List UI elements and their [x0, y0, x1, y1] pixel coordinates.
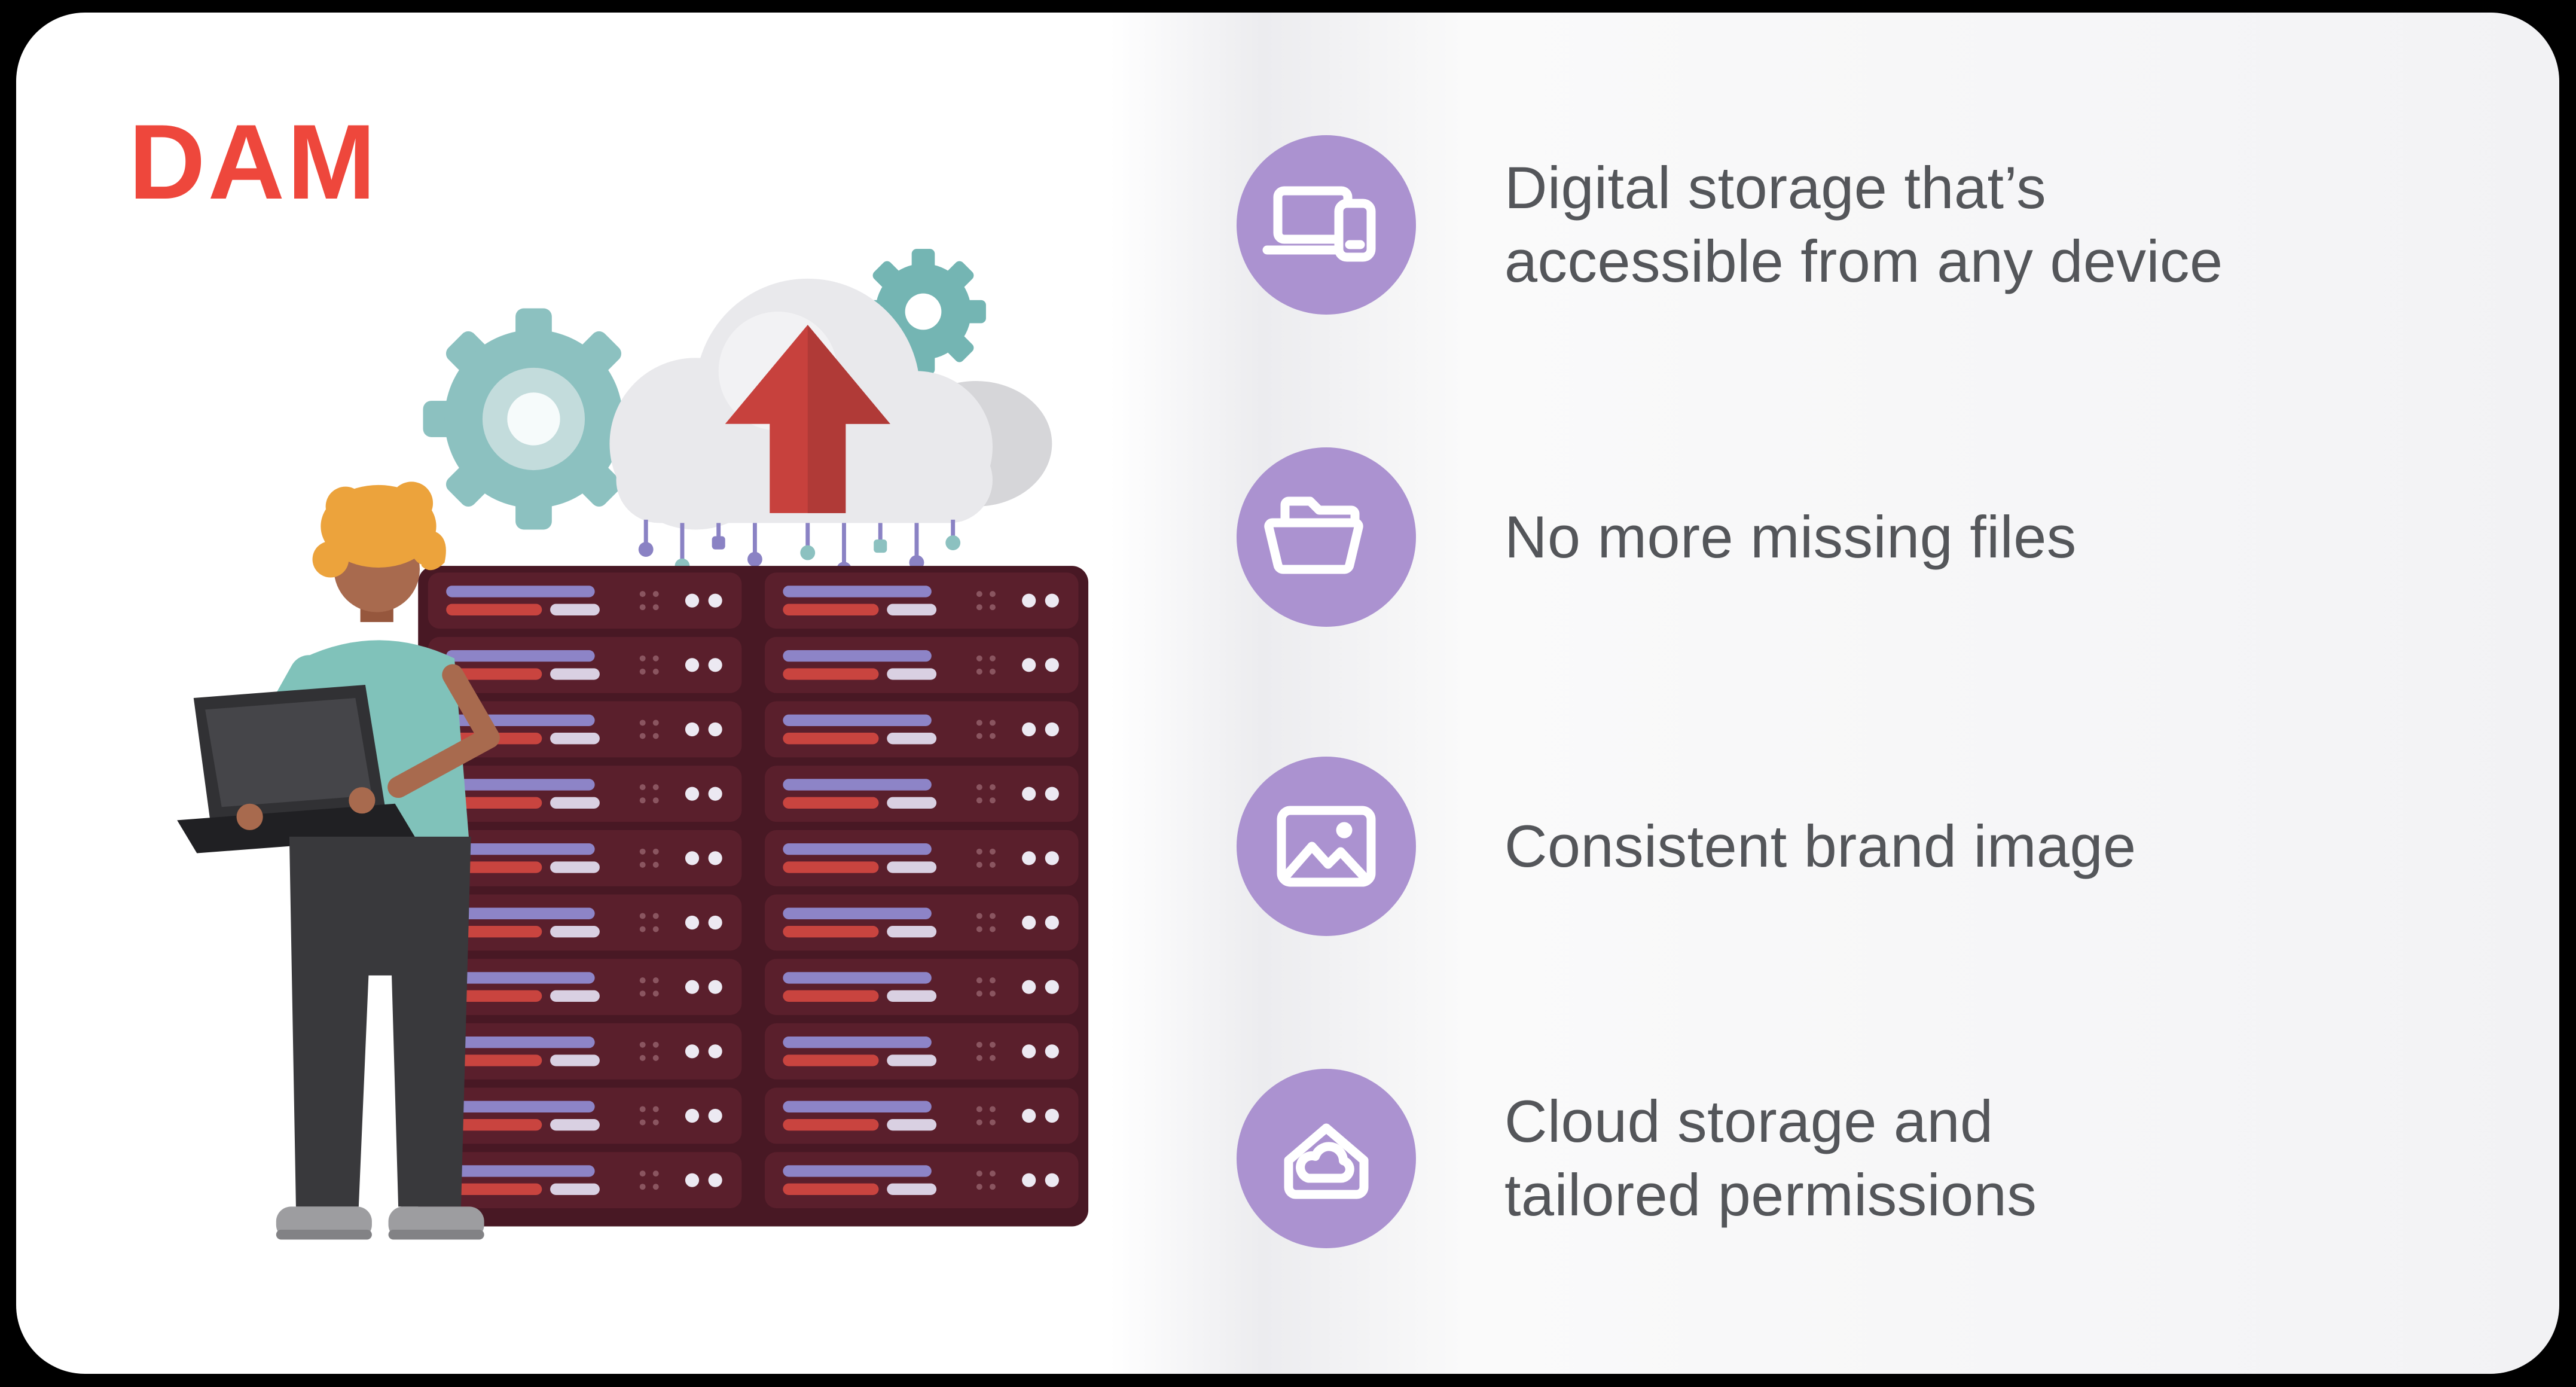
feature-label: Cloud storage and tailored permissions	[1504, 1088, 2037, 1228]
dam-illustration	[177, 249, 1089, 1240]
gear-icon	[423, 308, 645, 530]
feature-label: Digital storage that’s accessible from a…	[1504, 154, 2223, 294]
folder-icon	[1237, 447, 1416, 627]
connector-wires	[638, 519, 961, 577]
hair	[312, 481, 446, 578]
cloud-home-icon	[1237, 1069, 1416, 1248]
person-illustration	[177, 481, 500, 1240]
feature-label: No more missing files	[1504, 503, 2077, 570]
page-title: DAM	[129, 102, 379, 221]
feature-row-cloud-permissions: Cloud storage and tailored permissions	[1237, 1069, 2037, 1248]
upload-arrow-icon	[725, 325, 890, 513]
feature-label: Consistent brand image	[1504, 812, 2137, 879]
feature-row-accessible-storage: Digital storage that’s accessible from a…	[1237, 135, 2223, 315]
cloud-upload-icon	[609, 278, 1052, 530]
devices-icon	[1237, 135, 1416, 315]
server-stack	[418, 566, 1089, 1227]
feature-row-brand-image: Consistent brand image	[1237, 757, 2137, 936]
image-icon	[1237, 757, 1416, 936]
feature-row-no-missing-files: No more missing files	[1237, 447, 2077, 627]
